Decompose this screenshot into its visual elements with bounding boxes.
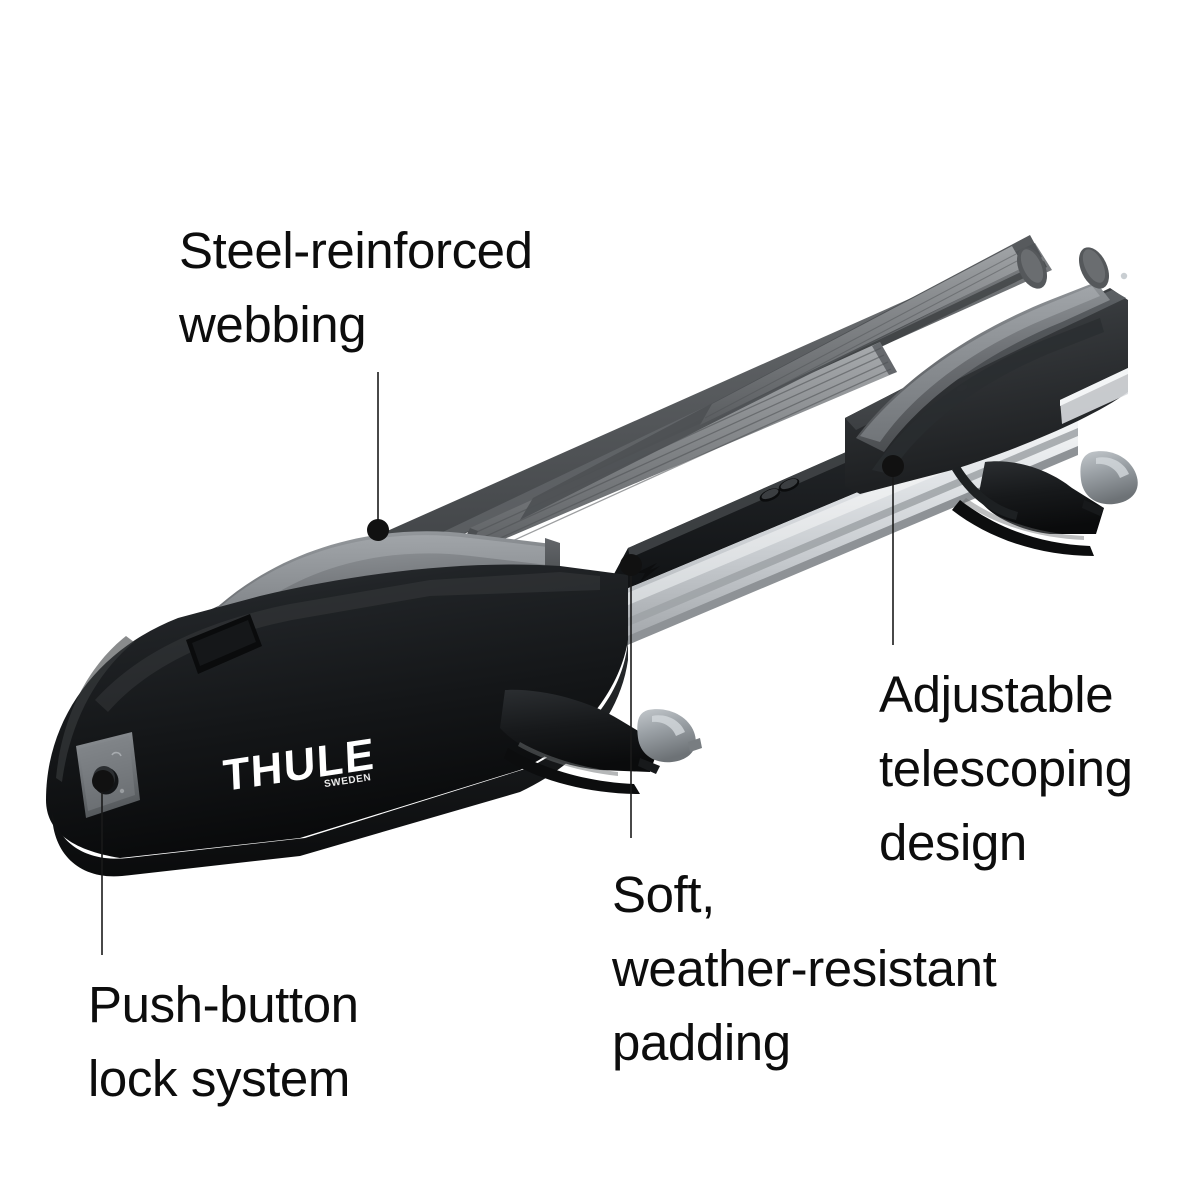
strap-rollers (1016, 247, 1128, 289)
callout-label-adjustable-telescoping-design: Adjustable telescoping design (879, 666, 1133, 871)
leader-dot-webbing (367, 519, 389, 541)
leader-dot-padding (620, 554, 642, 576)
left-saddle-assembly: THULE SWEDEN (46, 531, 628, 877)
leader-dot-lock (92, 770, 114, 792)
callout-label-push-button-lock-system: Push-button lock system (88, 976, 359, 1107)
leader-dots (92, 455, 904, 792)
callout-label-steel-reinforced-webbing: Steel-reinforced webbing (179, 222, 533, 353)
callout-label-soft-weather-resistant-padding: Soft, weather-resistant padding (612, 866, 997, 1071)
leader-lines (101, 372, 894, 955)
center-mounting-clamp (500, 689, 702, 794)
leader-dot-telescoping (882, 455, 904, 477)
